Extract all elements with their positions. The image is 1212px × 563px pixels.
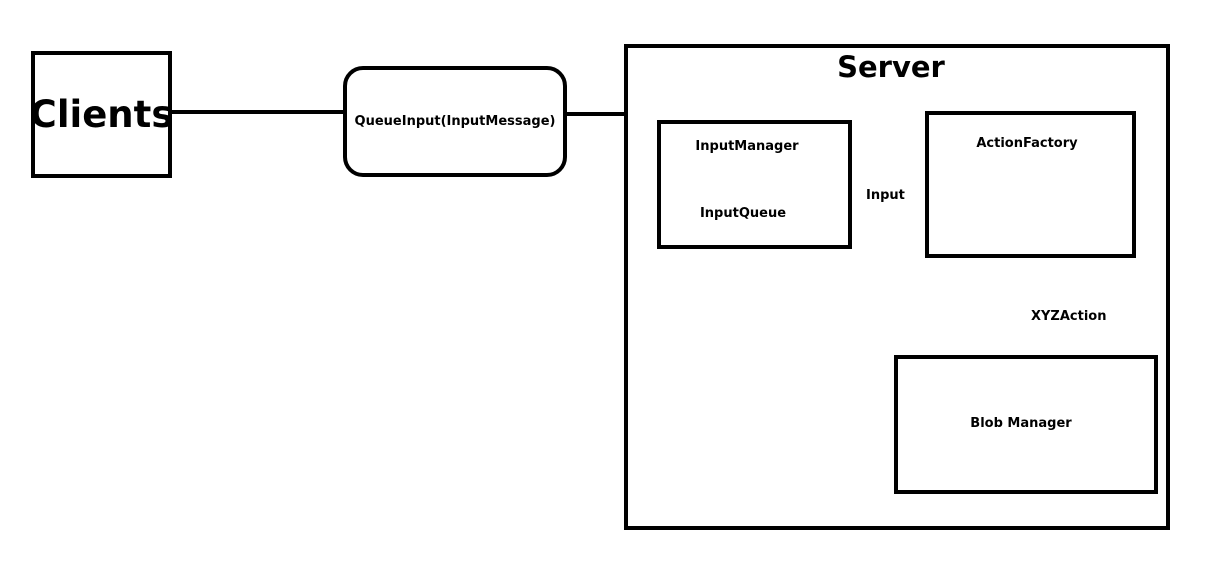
clients-node <box>31 51 172 178</box>
edge-label-input: Input <box>866 188 905 203</box>
queue-input-node <box>343 66 567 177</box>
queue-input-label: QueueInput(InputMessage) <box>354 114 556 129</box>
server-title: Server <box>837 50 945 84</box>
input-manager-label: InputManager <box>695 139 799 154</box>
connector-clients-queue-input <box>171 110 344 114</box>
action-factory-node <box>925 111 1136 258</box>
action-factory-label: ActionFactory <box>976 136 1078 151</box>
input-manager-node <box>657 120 852 249</box>
clients-label: Clients <box>29 93 174 136</box>
input-queue-label: InputQueue <box>699 206 787 221</box>
blob-manager-label: Blob Manager <box>970 416 1072 431</box>
blob-manager-node <box>894 355 1158 494</box>
edge-label-xyz-action: XYZAction <box>1031 309 1107 324</box>
connector-queue-input-server <box>566 112 625 116</box>
